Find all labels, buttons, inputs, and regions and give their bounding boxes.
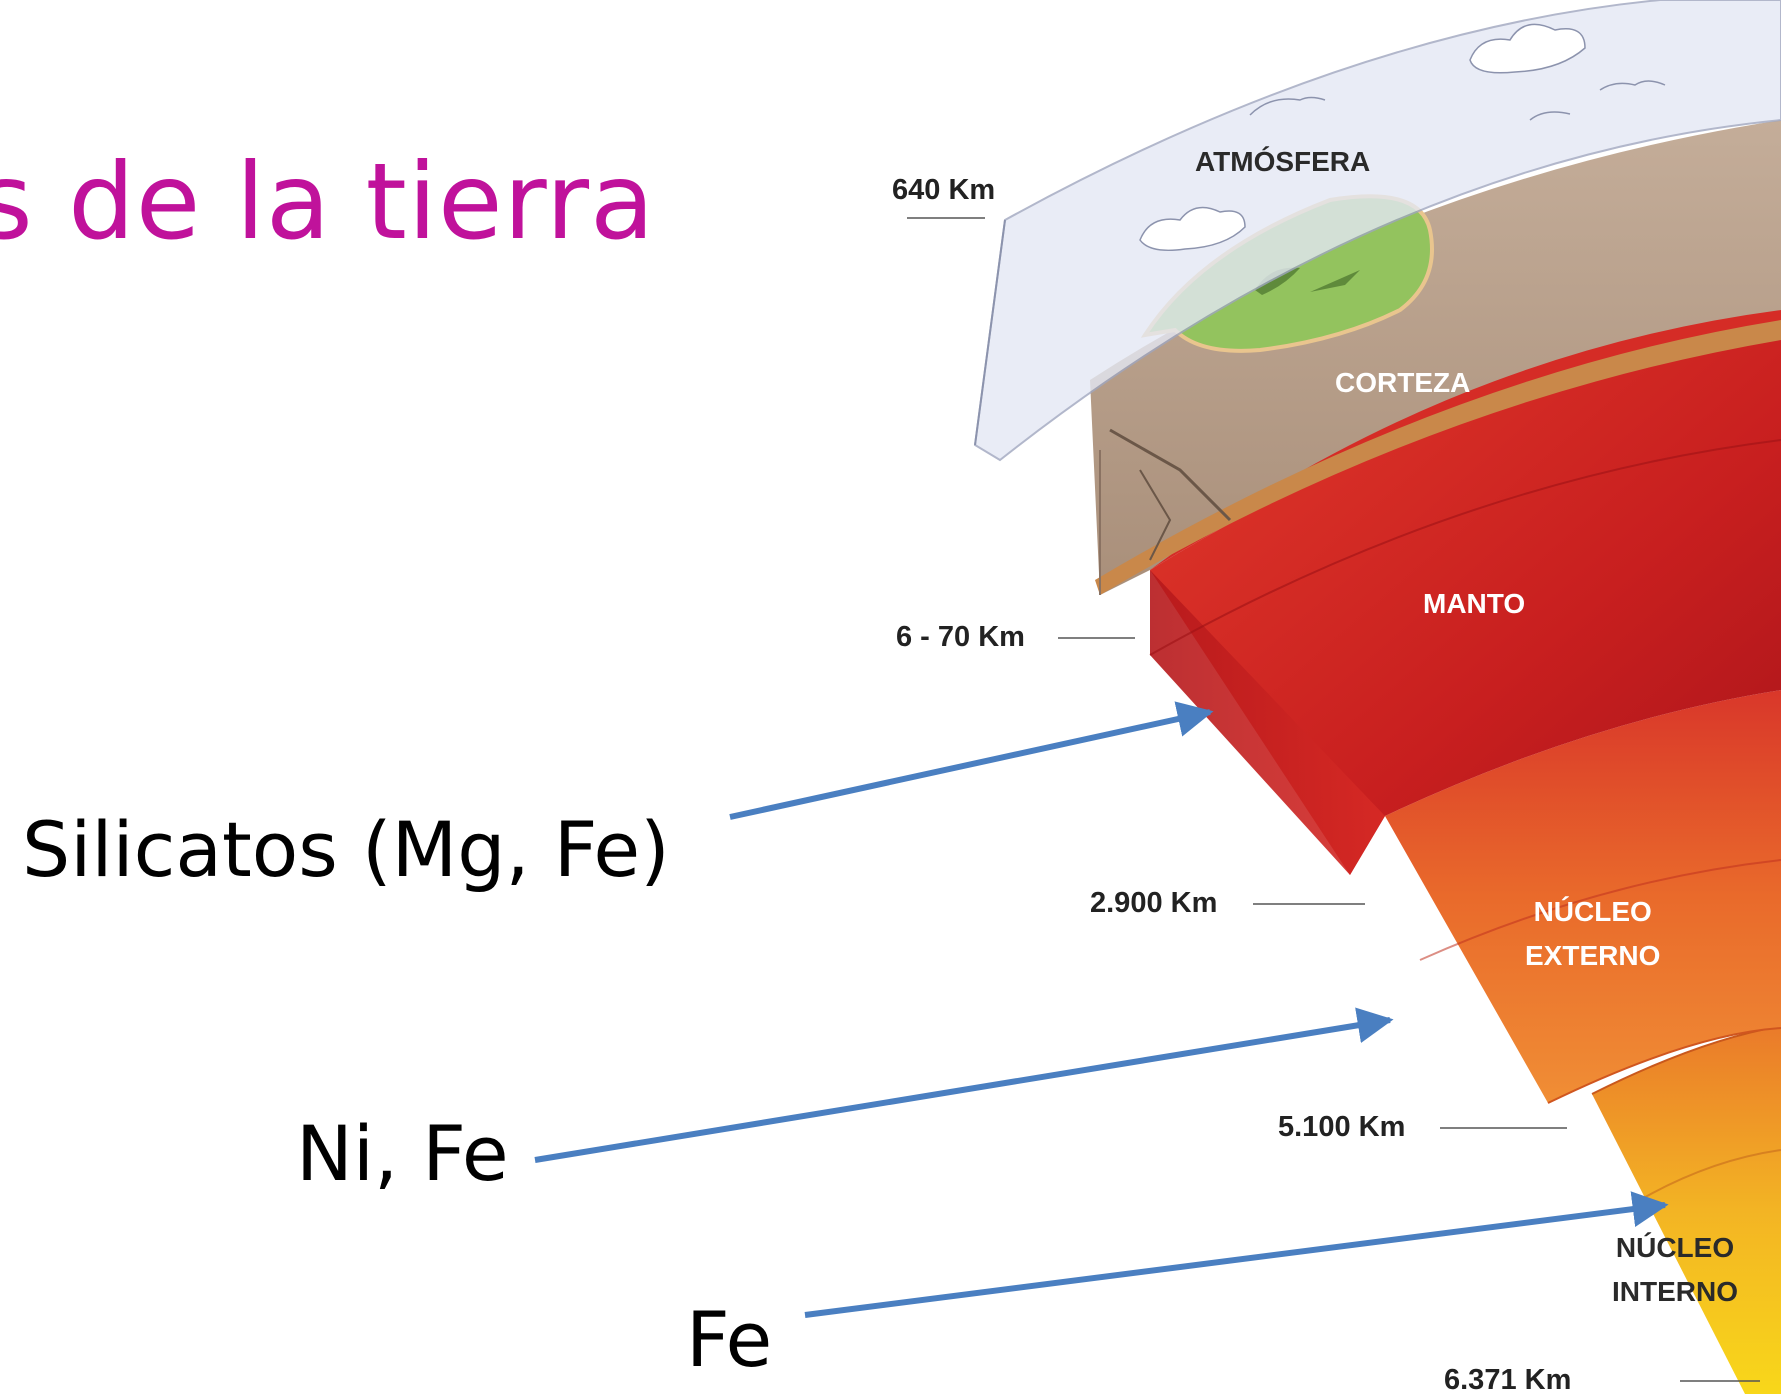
page-title: s de la tierra [0,141,656,263]
mantle-depth-label: 2.900 Km [1090,887,1218,919]
crust-depth-label: 6 - 70 Km [896,621,1025,653]
outer-core-shape [1385,690,1781,1104]
outer-core-label-line1: NÚCLEO [1533,896,1652,927]
inner-core-composition-label: Fe [686,1295,773,1384]
center-depth-label: 6.371 Km [1444,1364,1572,1396]
depth-leader-lines [907,217,1760,1382]
inner-core-label-line1: NÚCLEO [1615,1232,1735,1263]
inner-core-label: NÚCLEO INTERNO [1612,1226,1738,1314]
mantle-arrow [729,701,1214,820]
atmosphere-shape [973,0,1781,462]
outer-core-depth-label: 5.100 Km [1278,1111,1406,1143]
pointer-arrows [534,701,1669,1318]
atmosphere-label: ATMÓSFERA [1195,146,1371,177]
mantle-label: MANTO [1423,588,1526,619]
outer-core-arrow [534,1007,1394,1163]
crust-label: CORTEZA [1335,367,1471,398]
mantle-composition-label: Silicatos (Mg, Fe) [22,805,670,894]
inner-core-arrow [804,1191,1669,1318]
outer-core-label: NÚCLEO EXTERNO [1525,890,1660,978]
atmosphere-depth-label: 640 Km [892,174,996,206]
inner-core-label-line2: INTERNO [1612,1276,1738,1307]
outer-core-label-line2: EXTERNO [1525,940,1661,971]
outer-core-composition-label: Ni, Fe [296,1109,509,1198]
